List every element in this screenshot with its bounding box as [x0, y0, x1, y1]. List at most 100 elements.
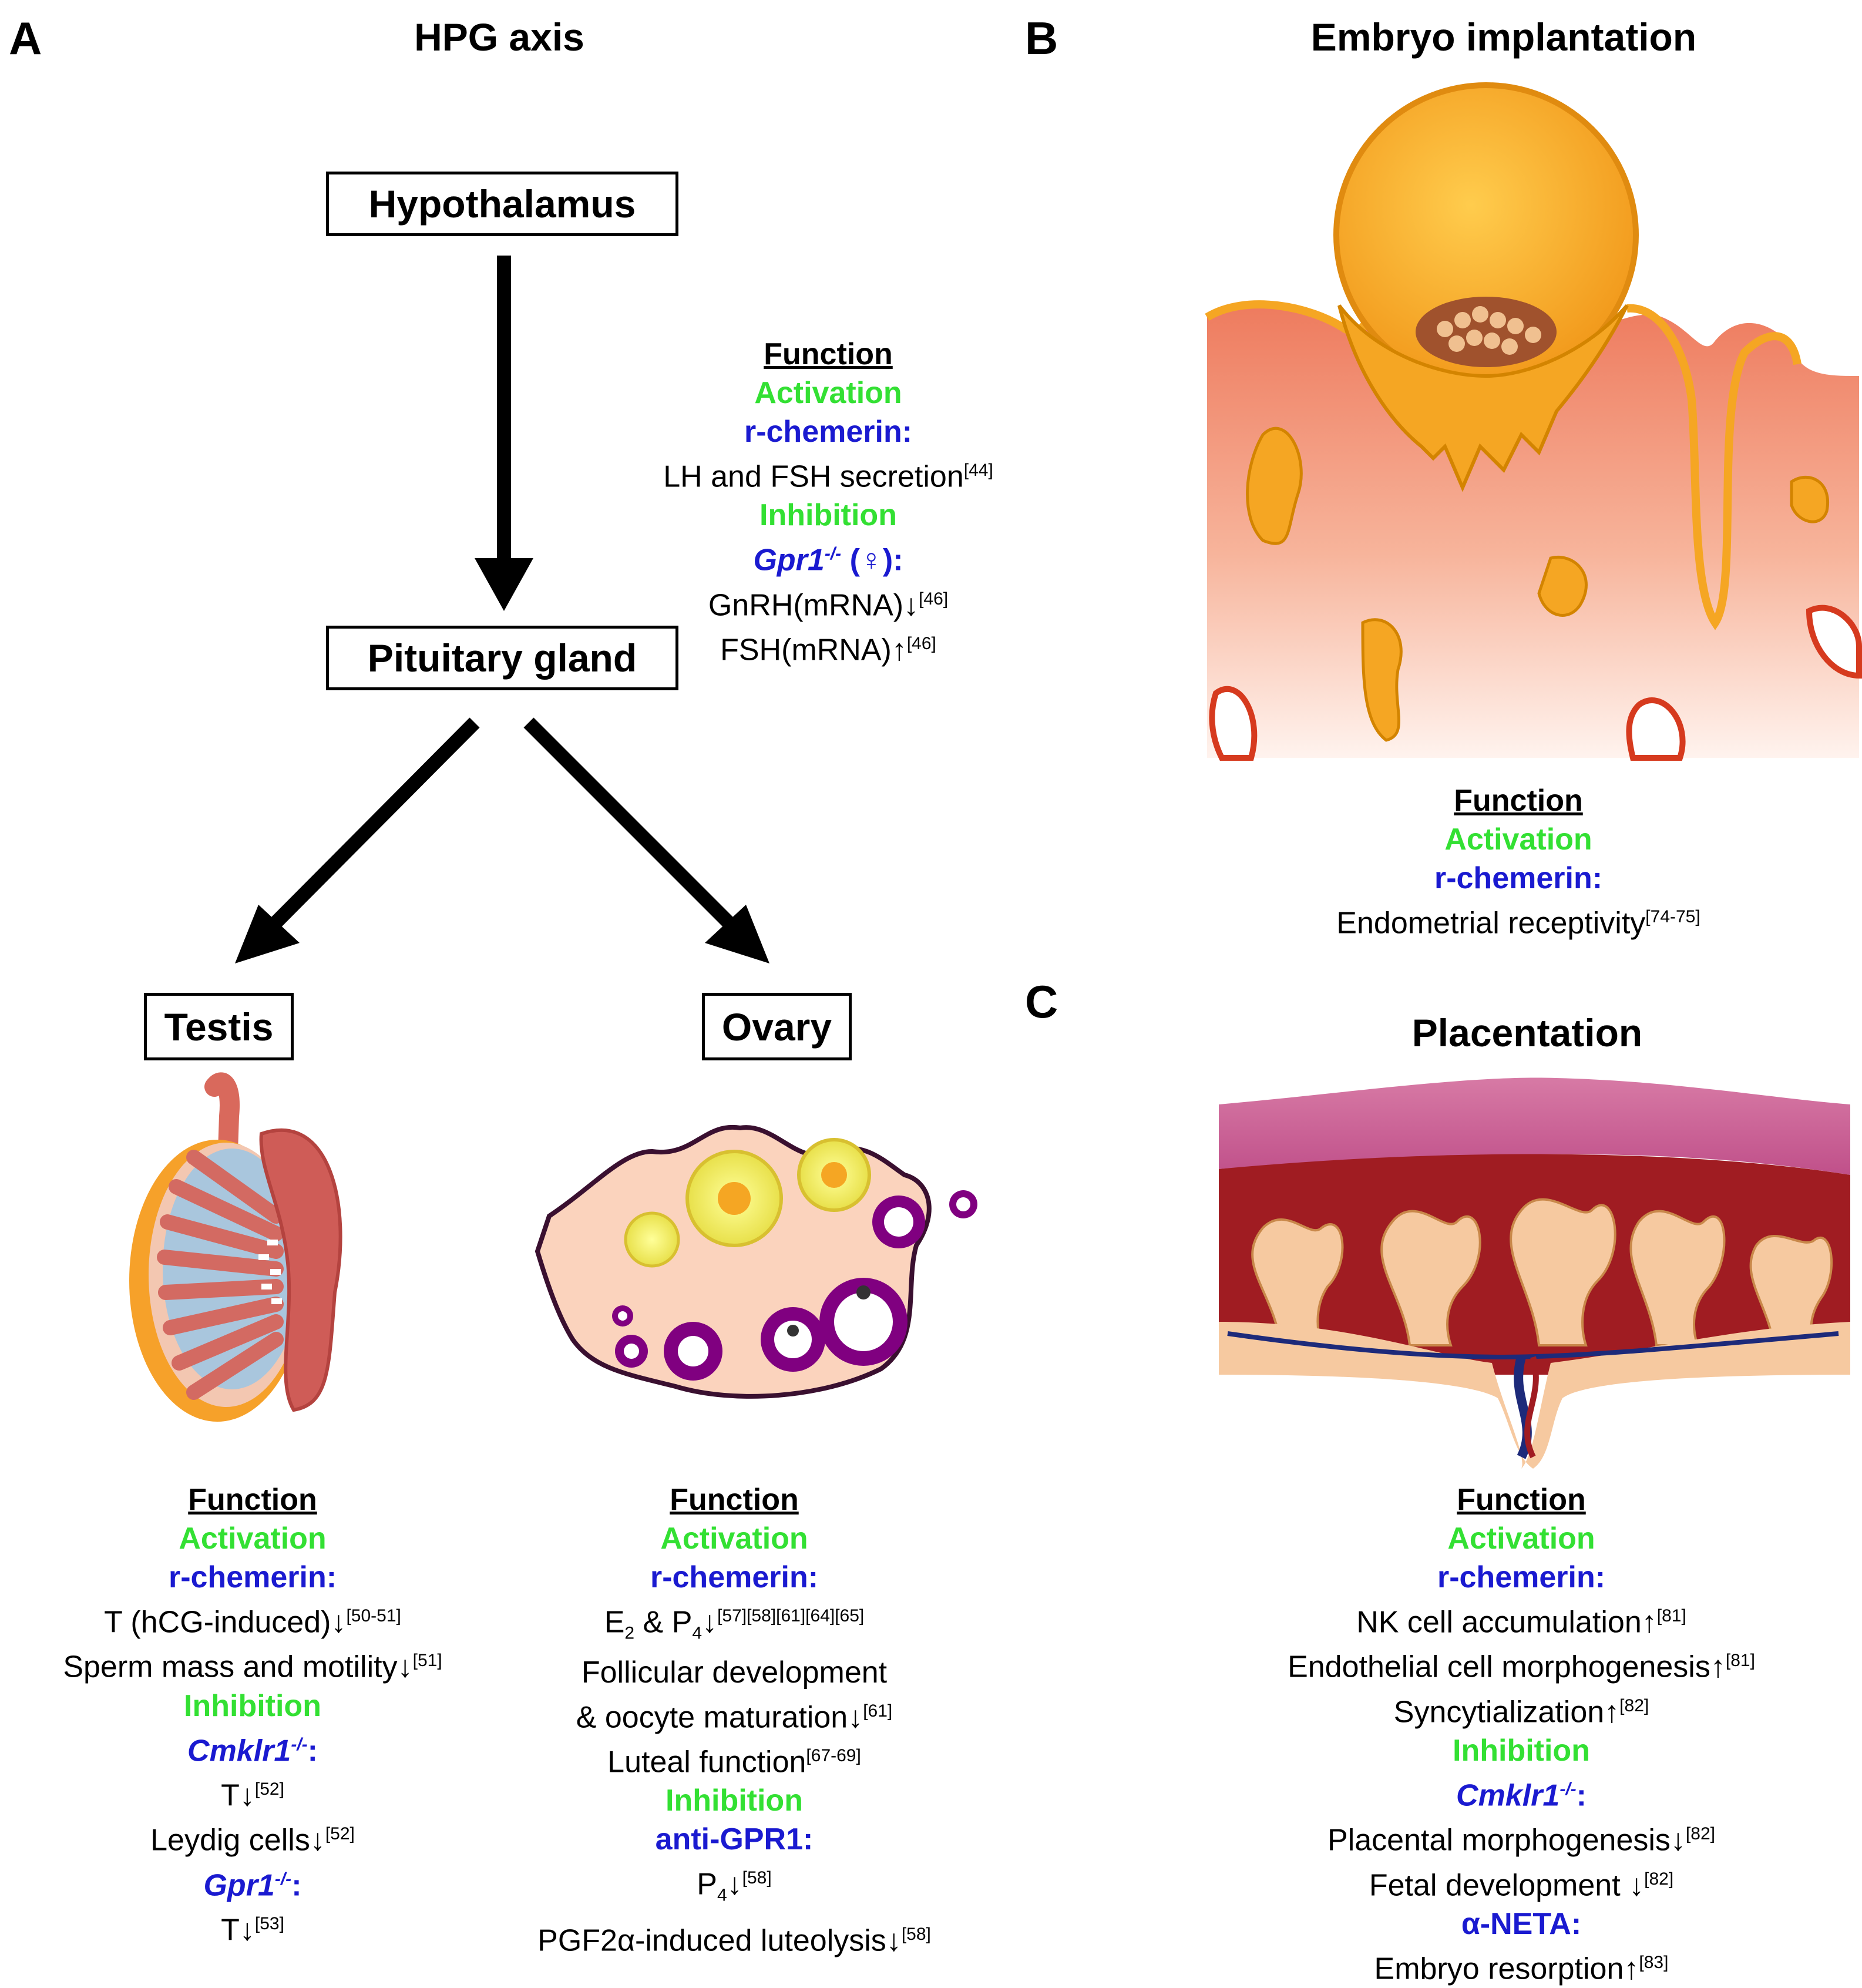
- ref: [74-75]: [1645, 907, 1700, 926]
- ref: [52]: [325, 1824, 355, 1844]
- r-chemerin-label: r-chemerin:: [744, 415, 913, 449]
- title-embryo-implantation: Embryo implantation: [1310, 15, 1697, 59]
- effect-placental-morphogenesis: Placental morphogenesis↓: [1327, 1823, 1686, 1858]
- ovary-box: Ovary: [702, 993, 852, 1060]
- e-label: E: [604, 1605, 625, 1640]
- ref: [44]: [963, 461, 993, 480]
- pituitary-box: Pituitary gland: [326, 626, 678, 690]
- cmklr1-label: Cmklr1: [1456, 1778, 1560, 1813]
- effect-luteolysis: PGF2α-induced luteolysis↓: [537, 1923, 902, 1958]
- e-sub: 2: [624, 1623, 635, 1643]
- effect-gnrh: GnRH(mRNA)↓: [708, 587, 919, 622]
- female-suffix: (♀):: [841, 543, 903, 577]
- effect-sperm: Sperm mass and motility↓: [63, 1650, 413, 1684]
- activation-label: Activation: [754, 376, 902, 410]
- ref: [58]: [901, 1925, 931, 1945]
- embryo-implantation-illustration: [1205, 82, 1862, 761]
- effect-follicular-development: Follicular development: [581, 1655, 888, 1690]
- alpha-neta-label: α-NETA:: [1461, 1906, 1582, 1941]
- effect-lh-fsh-secretion: LH and FSH secretion: [663, 459, 964, 494]
- ref: [51]: [412, 1651, 442, 1671]
- ref: [52]: [254, 1779, 284, 1799]
- activation-label: Activation: [1447, 1522, 1595, 1556]
- activation-label: Activation: [1444, 822, 1592, 857]
- effect-endometrial-receptivity: Endometrial receptivity: [1336, 906, 1646, 941]
- ovary-illustration: [535, 1124, 977, 1399]
- effect-syncytialization: Syncytialization↑: [1393, 1694, 1620, 1729]
- function-header: Function: [1454, 784, 1583, 818]
- colon: :: [291, 1868, 302, 1902]
- ref: [57][58][61][64][65]: [717, 1606, 865, 1626]
- effect-oocyte-maturation: & oocyte maturation↓: [576, 1700, 863, 1735]
- effect-fetal-development: Fetal development ↓: [1369, 1868, 1645, 1902]
- ref: [50-51]: [346, 1606, 401, 1626]
- p-label: P: [697, 1867, 717, 1902]
- placentation-illustration: [1219, 1077, 1850, 1469]
- arrowhead-pituitary: [475, 558, 533, 611]
- anti-gpr1-label: anti-GPR1:: [655, 1822, 814, 1857]
- down-arrow: ↓: [727, 1867, 742, 1902]
- p-sub: 4: [717, 1886, 727, 1906]
- title-hpg-axis: HPG axis: [414, 15, 584, 59]
- knockout-sup: -/-: [1559, 1779, 1577, 1799]
- placenta-function-block: Function Activation r-chemerin: NK cell …: [1198, 1480, 1844, 1988]
- down-arrow: ↓: [702, 1605, 718, 1640]
- p-sub: 4: [692, 1623, 703, 1643]
- ref: [82]: [1685, 1824, 1715, 1844]
- ref: [81]: [1656, 1606, 1686, 1626]
- ref: [83]: [1639, 1952, 1669, 1972]
- r-chemerin-label: r-chemerin:: [1434, 861, 1603, 895]
- effect-t: T↓: [221, 1778, 255, 1813]
- embryo-function-block: Function Activation r-chemerin: Endometr…: [1245, 781, 1792, 942]
- knockout-sup: -/-: [824, 544, 842, 564]
- inhibition-label: Inhibition: [666, 1784, 803, 1818]
- inhibition-label: Inhibition: [1453, 1733, 1590, 1768]
- effect-fsh-mrna: FSH(mRNA)↑: [720, 633, 907, 667]
- effect-t-hcg: T (hCG-induced)↓: [104, 1605, 347, 1640]
- inhibition-label: Inhibition: [759, 498, 897, 533]
- amp-p-label: & P: [634, 1605, 693, 1640]
- testis-function-block: Function Activation r-chemerin: T (hCG-i…: [12, 1480, 493, 1949]
- gpr1-label: Gpr1: [753, 543, 825, 577]
- ref: [53]: [254, 1913, 284, 1933]
- effect-t: T↓: [221, 1913, 255, 1947]
- effect-nk-cell: NK cell accumulation↑: [1356, 1605, 1657, 1640]
- arrow-pituitary-to-testis: [271, 717, 480, 928]
- ovary-function-block: Function Activation r-chemerin: E2 & P4↓…: [482, 1480, 987, 1960]
- inner-cell-mass: [1416, 297, 1557, 367]
- r-chemerin-label: r-chemerin:: [1437, 1560, 1606, 1594]
- testis-illustration: [129, 1072, 342, 1422]
- pituitary-function-block: Function Activation r-chemerin: LH and F…: [611, 335, 1046, 669]
- panel-label-a: A: [9, 12, 42, 64]
- arrow-pituitary-to-ovary: [523, 717, 734, 928]
- knockout-sup: -/-: [291, 1734, 308, 1754]
- cmklr1-label: Cmklr1: [187, 1733, 291, 1768]
- activation-label: Activation: [179, 1522, 327, 1556]
- panel-label-c: C: [1025, 976, 1058, 1027]
- ref: [82]: [1619, 1695, 1649, 1715]
- r-chemerin-label: r-chemerin:: [168, 1560, 337, 1594]
- ref: [61]: [863, 1701, 893, 1721]
- figure-artwork: [129, 82, 1862, 1469]
- ref: [81]: [1725, 1651, 1755, 1671]
- function-header: Function: [670, 1483, 799, 1517]
- colon: :: [1576, 1778, 1587, 1813]
- ref: [58]: [742, 1868, 772, 1888]
- hypothalamus-box: Hypothalamus: [326, 172, 678, 236]
- r-chemerin-label: r-chemerin:: [650, 1560, 819, 1594]
- inhibition-label: Inhibition: [184, 1688, 321, 1723]
- effect-endothelial: Endothelial cell morphogenesis↑: [1288, 1650, 1726, 1684]
- ref: [82]: [1644, 1869, 1674, 1889]
- ref: [46]: [919, 589, 949, 609]
- ref: [46]: [906, 633, 936, 653]
- knockout-sup: -/-: [274, 1869, 292, 1889]
- testis-box: Testis: [144, 993, 294, 1060]
- effect-embryo-resorption: Embryo resorption↑: [1374, 1952, 1639, 1986]
- gpr1-label: Gpr1: [203, 1868, 275, 1902]
- function-header: Function: [1457, 1483, 1586, 1517]
- effect-leydig: Leydig cells↓: [150, 1823, 325, 1858]
- arrowhead-testis: [235, 905, 300, 963]
- function-header: Function: [188, 1483, 317, 1517]
- arrowhead-ovary: [705, 905, 769, 963]
- colon: :: [307, 1733, 318, 1768]
